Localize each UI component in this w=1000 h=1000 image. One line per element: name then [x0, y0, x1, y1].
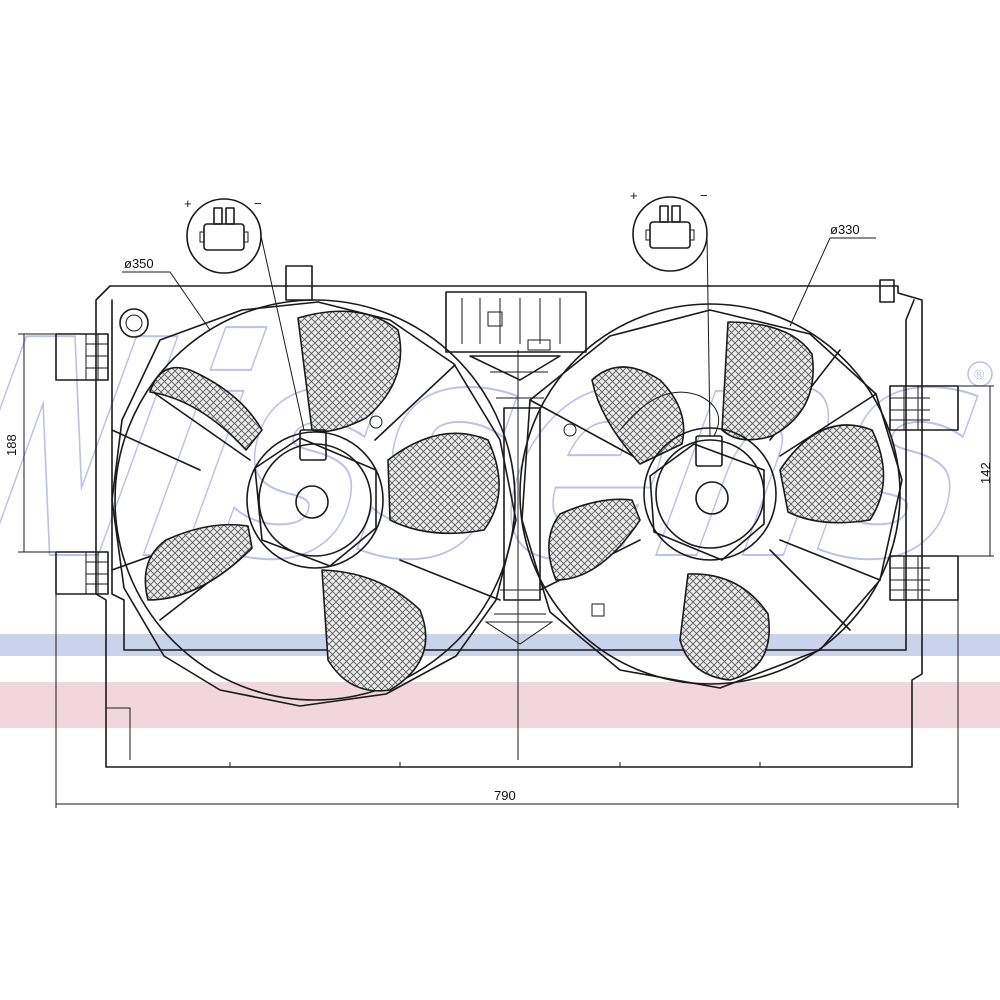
left-fan-blade: [149, 366, 263, 451]
right-bracket-upper: [889, 385, 959, 431]
registered-mark: ®: [974, 366, 985, 382]
dimension-right-fan-diameter: ø330: [789, 222, 876, 327]
left-fan-blade: [321, 569, 427, 692]
left-connector-plus: +: [184, 196, 192, 211]
right-fan-blade: [548, 498, 641, 581]
left-fan-blade: [387, 432, 500, 535]
right-fan-blade: [679, 573, 770, 681]
dimension-790-label: 790: [494, 788, 516, 803]
left-connector-minus: −: [254, 196, 262, 211]
left-fan-blade: [297, 310, 402, 433]
dimension-overall-width: 790: [55, 350, 959, 808]
dimension-188-label: 188: [4, 434, 19, 456]
shroud-frame: [95, 265, 923, 768]
left-connector-callout: + −: [184, 196, 305, 431]
watermark-band-pink: [0, 682, 1000, 728]
dimension-330-label: ø330: [830, 222, 860, 237]
dimension-350-label: ø350: [124, 256, 154, 271]
dimension-left-fan-diameter: ø350: [122, 256, 211, 331]
dimension-left-height: 188: [4, 333, 56, 553]
right-connector-plus: +: [630, 188, 638, 203]
left-bracket-upper: [55, 333, 109, 381]
right-fan-blade: [721, 321, 814, 441]
dimension-right-height: 142: [958, 385, 994, 557]
left-bracket-lower: [55, 551, 109, 595]
left-fan: [111, 299, 517, 707]
right-fan-blade: [779, 424, 885, 524]
watermark-band-blue: [0, 634, 1000, 656]
right-connector-minus: −: [700, 188, 708, 203]
left-fan-blade: [144, 523, 253, 601]
dimension-142-label: 142: [978, 462, 993, 484]
right-connector-callout: + −: [630, 188, 711, 437]
right-fan-blade: [591, 366, 685, 465]
right-fan: [519, 303, 903, 689]
